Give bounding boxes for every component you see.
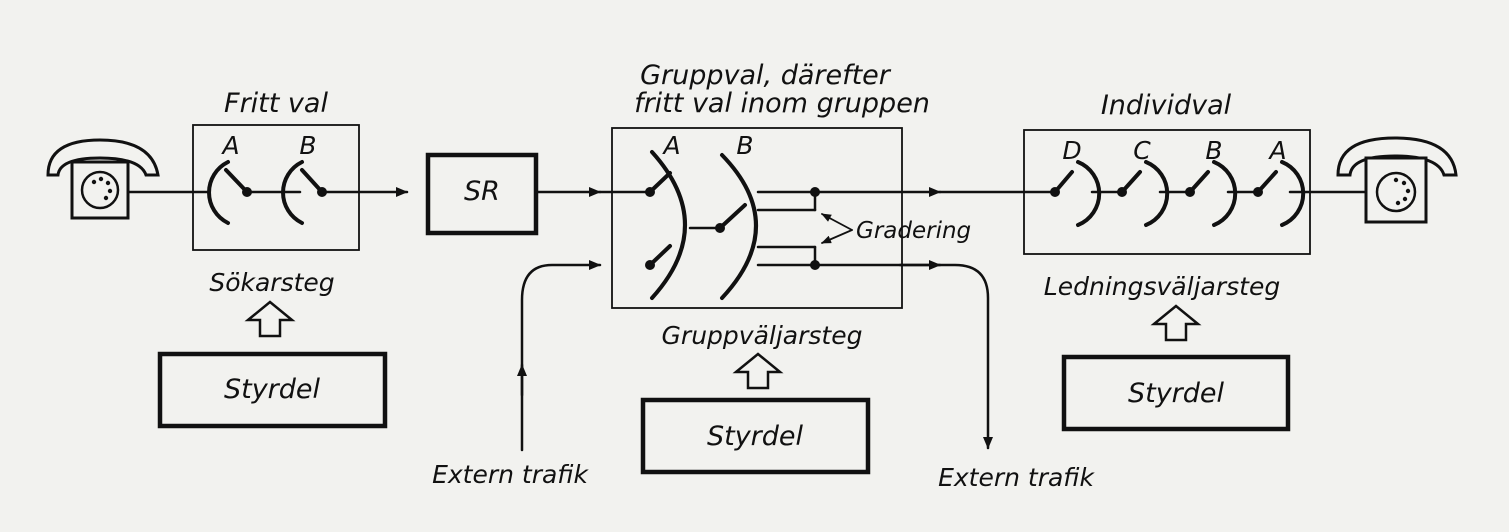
sr-box	[425, 152, 539, 236]
gruppvaljarsteg-arc-a	[650, 150, 687, 300]
styrdel-box-2	[640, 397, 871, 475]
switch-label-led-a: A	[1269, 136, 1287, 165]
styrdel-box-1	[157, 351, 388, 429]
label-sr: SR	[464, 176, 500, 207]
ledningsvaljarsteg-switch-c	[1117, 160, 1170, 227]
gruppvaljarsteg-box	[611, 127, 903, 309]
sokarsteg-box	[192, 124, 360, 251]
switch-label-sok-a: A	[222, 131, 240, 160]
label-extern-trafik-out: Extern trafik	[938, 463, 1094, 492]
label-ledningsvaljarsteg: Ledningsväljarsteg	[1043, 272, 1281, 301]
switch-label-grp-b: B	[736, 131, 754, 160]
arrow-up-icon	[1150, 304, 1202, 342]
label-styrdel-2: Styrdel	[706, 421, 804, 452]
label-fritt-val: Fritt val	[224, 88, 328, 119]
telephone-right-icon	[1336, 136, 1458, 224]
switch-label-led-c: C	[1133, 136, 1151, 165]
label-individval: Individval	[1100, 90, 1232, 121]
arrow-up-icon	[244, 300, 296, 338]
ledningsvaljarsteg-switch-d	[1050, 160, 1102, 227]
switch-label-sok-b: B	[299, 131, 317, 160]
label-gruppvaljarsteg: Gruppväljarsteg	[661, 321, 863, 350]
switch-label-led-b: B	[1205, 136, 1223, 165]
gruppvaljarsteg-arc-b	[720, 153, 758, 300]
switch-label-led-d: D	[1062, 136, 1082, 165]
ledningsvaljarsteg-switch-a	[1253, 160, 1306, 227]
label-gruppval-line1: Gruppval, därefter	[640, 60, 890, 91]
switch-label-grp-a: A	[663, 131, 681, 160]
label-extern-trafik-in: Extern trafik	[432, 460, 588, 489]
styrdel-box-3	[1061, 354, 1291, 432]
telephone-left-icon	[46, 138, 160, 220]
label-styrdel-3: Styrdel	[1127, 378, 1225, 409]
label-styrdel-1: Styrdel	[223, 374, 321, 405]
sokarsteg-switch-a	[207, 160, 252, 225]
label-sokarsteg: Sökarsteg	[209, 268, 335, 297]
label-gruppval-line2: fritt val inom gruppen	[634, 88, 930, 119]
label-gradering: Gradering	[856, 218, 972, 244]
arrow-up-icon	[732, 352, 784, 390]
ledningsvaljarsteg-switch-b	[1185, 160, 1238, 227]
